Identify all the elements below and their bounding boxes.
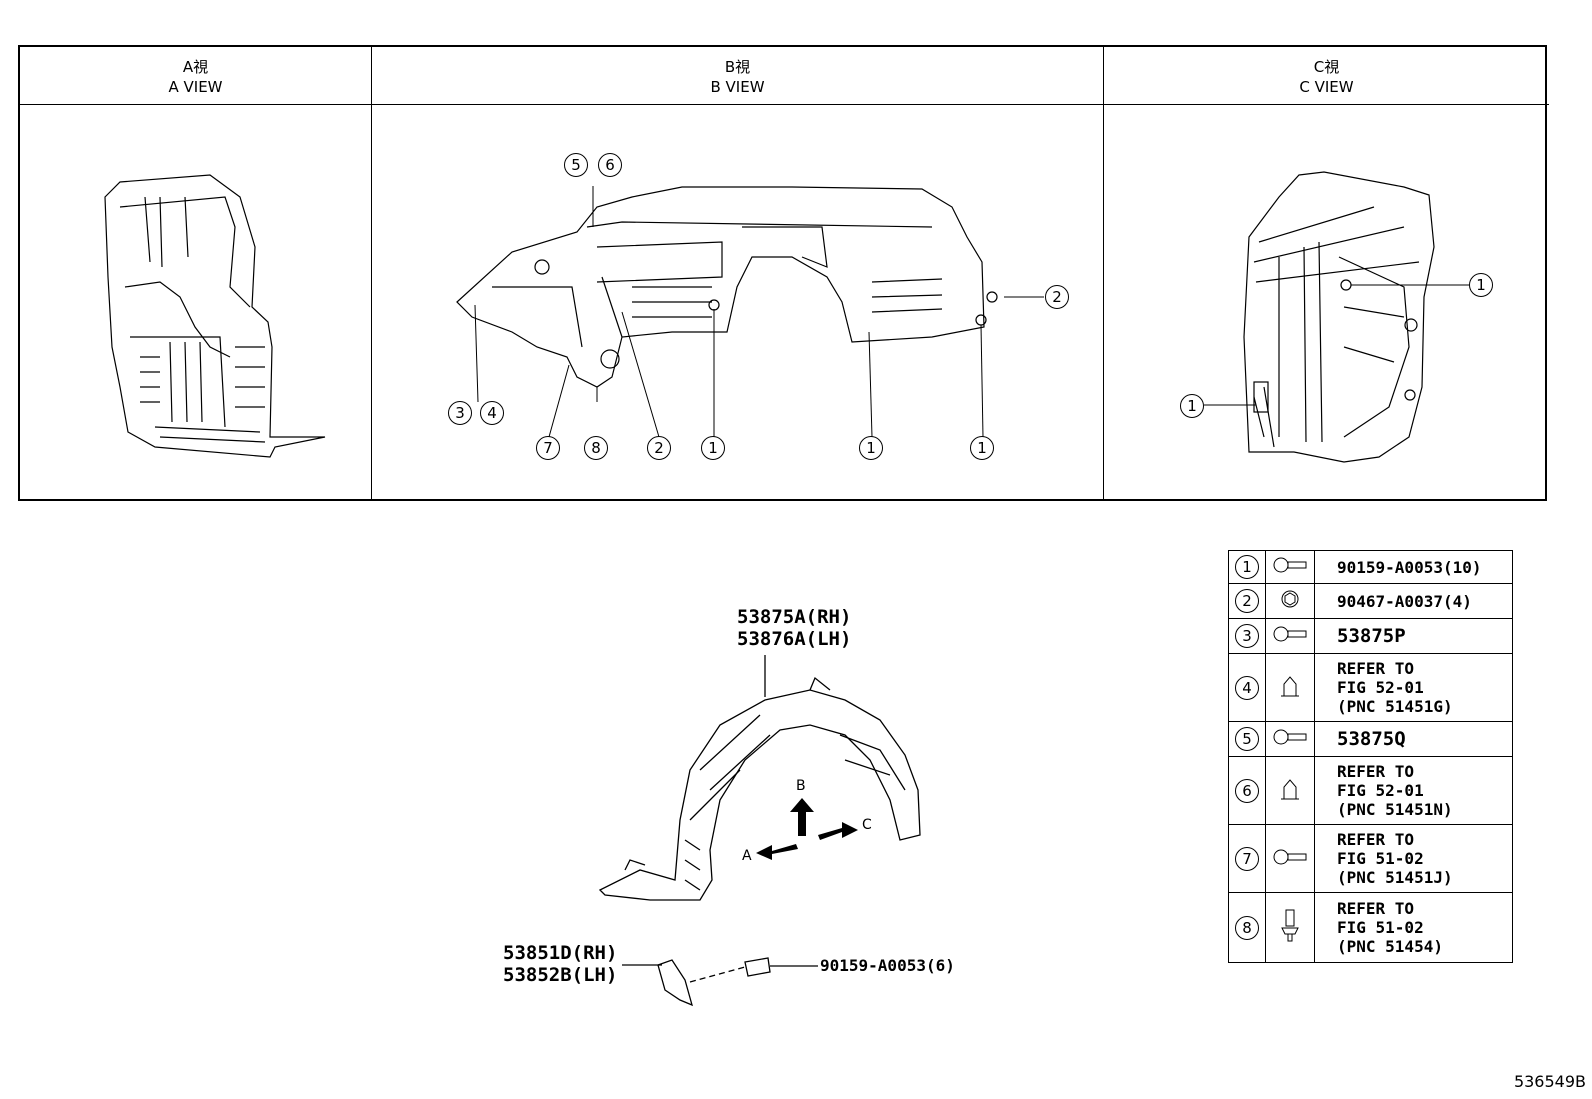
view-a-title-jp: A視 [182,58,209,76]
legend-num-8: 8 [1235,915,1259,940]
legend-num-4: 4 [1235,675,1259,700]
b-callout-5: 5 [564,153,588,177]
b-callout-2-lower: 2 [647,436,671,460]
legend-part-8-line-2: FIG 51-02 [1337,918,1424,937]
view-b-title-en: B VIEW [710,78,765,96]
legend-num-5: 5 [1235,727,1259,751]
view-c-drawing [1204,171,1469,463]
clip-icon [1265,756,1315,825]
legend-part-4-line-2: FIG 52-01 [1337,678,1424,697]
legend-part-6-line-2: FIG 52-01 [1337,781,1424,800]
legend-row-7: 7 REFER TO FIG 51-02 (PNC 51451J) [1228,824,1513,893]
legend-row-6: 6 REFER TO FIG 52-01 (PNC 51451N) [1228,756,1513,825]
b-callout-2-right: 2 [1045,285,1069,309]
bolt-label: 90159-A0053(6) [820,956,955,975]
screw-icon [1265,824,1315,893]
nut-icon [1265,583,1315,619]
legend-num-1: 1 [1235,555,1259,579]
legend-part-3: 53875P [1314,618,1513,654]
legend-part-6-line-3: (PNC 51451N) [1337,800,1453,819]
legend-row-2: 2 90467-A0037(4) [1228,583,1513,619]
legend-part-1: 90159-A0053(10) [1314,550,1513,584]
legend-part-8-line-1: REFER TO [1337,899,1415,918]
view-b-header: B視 B VIEW [372,47,1103,105]
clip-icon [1265,653,1315,722]
b-callout-1-middle: 1 [859,436,883,460]
view-a-drawing [104,174,326,458]
view-c-title-jp: C視 [1313,58,1340,76]
b-callout-4: 4 [480,401,504,425]
arrow-a-label: A [742,848,752,864]
push-rivet-icon [1265,892,1315,963]
legend-part-7-line-3: (PNC 51451J) [1337,868,1453,887]
b-callout-7: 7 [536,436,560,460]
fastener-legend-table: 1 90159-A0053(10) 2 90467-A0037(4) 3 538… [1228,550,1513,963]
legend-num-7: 7 [1235,846,1259,871]
legend-row-4: 4 REFER TO FIG 52-01 (PNC 51451G) [1228,653,1513,722]
legend-part-4-line-3: (PNC 51451G) [1337,697,1453,716]
b-callout-6: 6 [598,153,622,177]
legend-row-8: 8 REFER TO FIG 51-02 (PNC 51454) [1228,892,1513,963]
view-c-title-en: C VIEW [1299,78,1354,96]
legend-num-6: 6 [1235,778,1259,803]
b-callout-1-right: 1 [970,436,994,460]
b-callout-8: 8 [584,436,608,460]
legend-num-3: 3 [1235,624,1259,648]
view-a-title-en: A VIEW [168,78,223,96]
view-b-title-jp: B視 [724,58,751,76]
view-b-panel: B視 B VIEW [372,47,1104,499]
legend-part-2: 90467-A0037(4) [1314,583,1513,619]
screw-icon [1265,721,1315,757]
legend-part-7-line-1: REFER TO [1337,830,1415,849]
bracket-rh-label: 53851D(RH) [503,942,618,964]
view-c-panel: C視 C VIEW 1 1 [1104,47,1549,499]
legend-part-7-line-2: FIG 51-02 [1337,849,1424,868]
view-a-header: A視 A VIEW [20,47,371,105]
view-a-panel: A視 A VIEW [20,47,372,499]
legend-num-2: 2 [1235,589,1259,613]
legend-row-5: 5 53875Q [1228,721,1513,757]
legend-row-1: 1 90159-A0053(10) [1228,550,1513,584]
legend-part-6-line-1: REFER TO [1337,762,1415,781]
legend-part-5: 53875Q [1314,721,1513,757]
view-b-drawing [456,186,1044,438]
screw-icon [1265,550,1315,584]
arrow-c-label: C [862,817,872,833]
liner-lh-label: 53876A(LH) [737,628,852,650]
b-callout-1-left: 1 [701,436,725,460]
c-callout-1-left: 1 [1180,394,1204,418]
legend-part-4-line-1: REFER TO [1337,659,1415,678]
liner-rh-label: 53875A(RH) [737,606,852,628]
arrow-b-label: B [796,778,806,794]
bracket-lh-label: 53852B(LH) [503,964,618,986]
legend-part-8-line-3: (PNC 51454) [1337,937,1443,956]
legend-row-3: 3 53875P [1228,618,1513,654]
drawing-number: 536549B [1513,1072,1586,1091]
screw-icon [1265,618,1315,654]
b-callout-3: 3 [448,401,472,425]
c-callout-1-right: 1 [1469,273,1493,297]
views-frame: A視 A VIEW B視 B VIEW [18,45,1549,501]
view-c-header: C視 C VIEW [1104,47,1549,105]
